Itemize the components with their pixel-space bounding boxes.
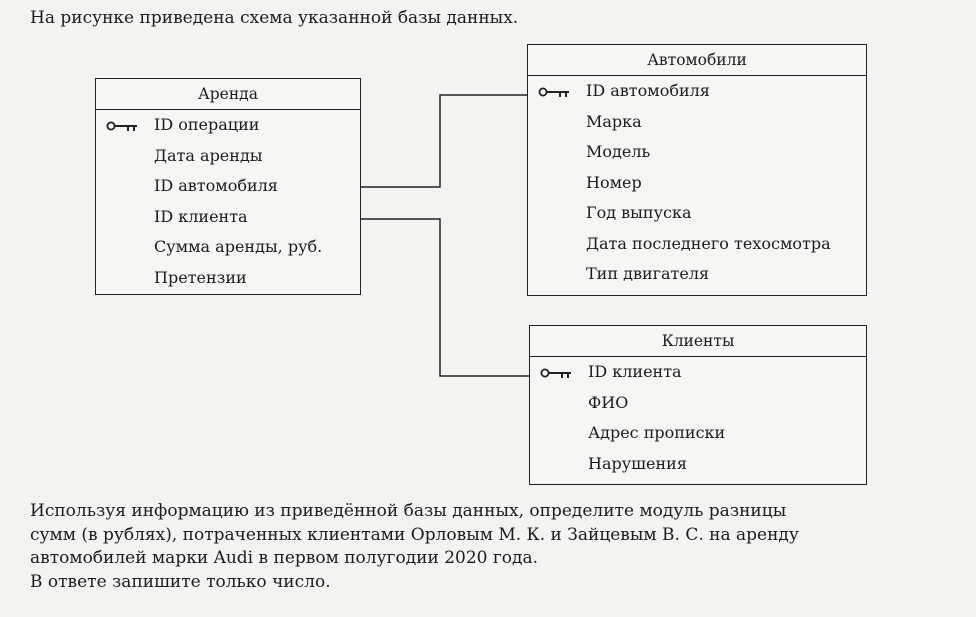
table-field: ID операции — [96, 110, 360, 141]
table-field: ID автомобиля — [96, 171, 360, 202]
field-label: Претензии — [154, 267, 247, 287]
question-line: сумм (в рублях), потраченных клиентами О… — [30, 524, 799, 545]
table-field: Тип двигателя — [528, 259, 866, 290]
field-label: Дата аренды — [154, 145, 263, 165]
table-field: Модель — [528, 137, 866, 168]
field-label: ID автомобиля — [154, 176, 278, 195]
field-label: ID операции — [154, 115, 260, 134]
field-label: Нарушения — [588, 453, 687, 473]
field-label: Адрес прописки — [588, 423, 726, 442]
relation-arenda-klienty — [360, 218, 529, 377]
table-field: ID клиента — [530, 357, 866, 388]
key-icon — [538, 87, 569, 97]
table-field: ID автомобиля — [528, 76, 866, 107]
field-label: Модель — [586, 142, 651, 161]
key-icon — [540, 368, 571, 378]
field-label: ФИО — [588, 392, 629, 412]
table-field: ФИО — [530, 388, 866, 419]
relation-arenda-avto — [360, 94, 527, 188]
table-field: Номер — [528, 168, 866, 199]
field-label: ID автомобиля — [586, 81, 710, 100]
table-field: Претензии — [96, 263, 360, 294]
key-icon — [106, 121, 137, 131]
table-title: Аренда — [96, 79, 360, 110]
field-label: Сумма аренды, руб. — [154, 237, 323, 256]
field-label: Дата последнего техосмотра — [586, 233, 831, 253]
table-field: Дата последнего техосмотра — [528, 229, 866, 260]
question-line: В ответе запишите только число. — [30, 571, 331, 592]
field-label: Год выпуска — [586, 203, 692, 222]
table-field: Сумма аренды, руб. — [96, 232, 360, 263]
intro-text: На рисунке приведена схема указанной баз… — [30, 8, 519, 28]
question-line: Используя информацию из приведённой базы… — [30, 501, 787, 521]
field-label: Тип двигателя — [586, 264, 710, 283]
question-line: автомобилей марки Audi в первом полугоди… — [30, 548, 539, 568]
table-title: Клиенты — [530, 326, 866, 357]
field-label: Марка — [586, 111, 642, 131]
table-field: ID клиента — [96, 202, 360, 233]
field-label: ID клиента — [154, 206, 248, 226]
table-field: Дата аренды — [96, 141, 360, 172]
table-field: Год выпуска — [528, 198, 866, 229]
field-label: ID клиента — [588, 362, 682, 381]
field-label: Номер — [586, 172, 642, 192]
table-title: Автомобили — [528, 45, 866, 76]
question-text: Используя информацию из приведённой базы… — [30, 500, 955, 594]
table-field: Нарушения — [530, 449, 866, 480]
table-field: Марка — [528, 107, 866, 138]
table-field: Адрес прописки — [530, 418, 866, 449]
